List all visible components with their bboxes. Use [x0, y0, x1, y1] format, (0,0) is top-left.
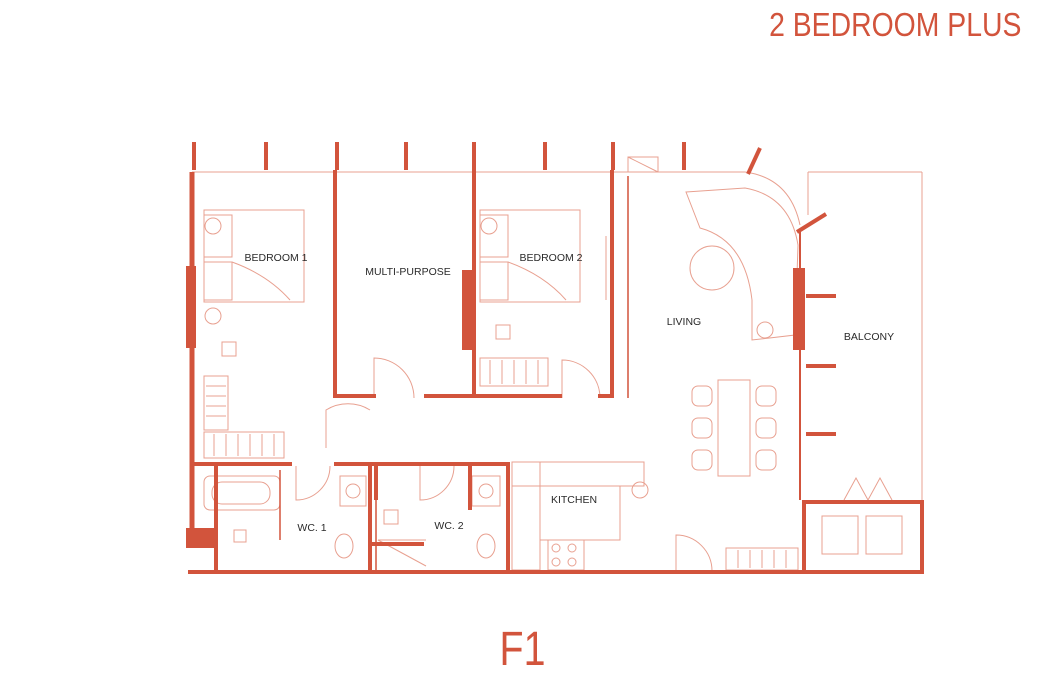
room-label-living: LIVING: [667, 316, 701, 328]
room-label-wc-2: WC. 2: [434, 520, 463, 532]
furniture-layer: [192, 156, 923, 572]
page-title: 2 BEDROOM PLUS: [768, 6, 1021, 43]
room-label-wc-1: WC. 1: [297, 522, 326, 534]
room-label-bedroom-2: BEDROOM 2: [519, 252, 582, 264]
room-label-kitchen: KITCHEN: [551, 494, 597, 506]
room-label-multi-purpose: MULTI-PURPOSE: [365, 266, 451, 278]
unit-code: F1: [499, 623, 546, 676]
room-label-bedroom-1: BEDROOM 1: [244, 252, 307, 264]
walls-layer: [186, 142, 924, 574]
room-label-balcony: BALCONY: [844, 331, 894, 343]
